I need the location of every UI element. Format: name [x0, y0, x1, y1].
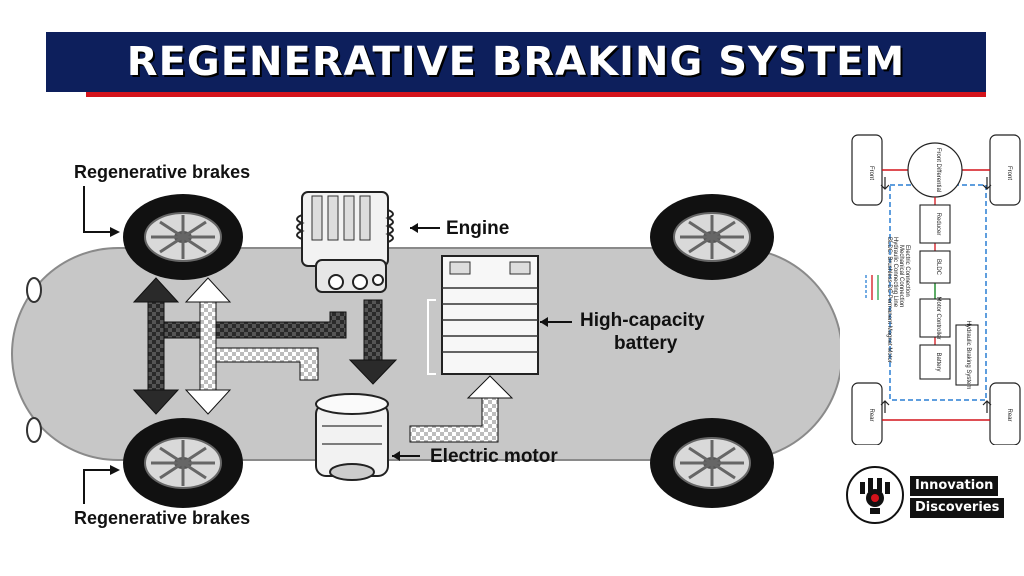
schematic-legend-hydraulic: Hydraulic Connecting Line: [892, 237, 898, 308]
battery: [427, 255, 539, 375]
label-regenerative-brakes-top: Regenerative brakes: [74, 162, 251, 182]
label-battery-line2: battery: [614, 333, 678, 354]
wheel-rear-left: [123, 418, 243, 508]
schematic-legend-mechanical: Mechanical Connection: [898, 245, 904, 307]
schematic-hydraulic-braking: Hydraulic Braking System: [965, 321, 971, 390]
bldc-box: [919, 250, 951, 284]
reducer-box: [919, 204, 951, 244]
powertrain-schematic: Front Front Rear Rear Front Differential…: [840, 125, 1024, 445]
label-electric-motor: Electric motor: [430, 446, 558, 467]
regen-bottom-pointer: [83, 469, 116, 504]
brand-name-line1: Innovation: [910, 476, 999, 496]
light-energy-arrows: [184, 277, 514, 443]
schematic-wheel-rear-left: [851, 382, 883, 445]
schematic-wheel-front-left: [851, 134, 883, 206]
schematic-front-right: Front: [1006, 166, 1012, 180]
schematic-rear-right: Rear: [1006, 408, 1012, 421]
front-differential: [907, 142, 963, 198]
electric-motor: [315, 393, 389, 481]
schematic-rear-left: Rear: [868, 408, 874, 421]
regen-top-pointer: [83, 186, 116, 233]
label-battery-line1: High-capacity: [580, 310, 705, 331]
hydraulic-braking-box: [955, 324, 979, 386]
dark-energy-arrows: [132, 277, 398, 415]
schematic-front-differential: Front Differential: [935, 148, 941, 192]
wheel-front-right: [650, 194, 774, 280]
engine: [296, 191, 394, 293]
schematic-legend-electric: Electric Connection: [904, 245, 910, 297]
wheel-front-left: [123, 194, 243, 280]
label-engine: Engine: [446, 218, 510, 239]
motor-controller-box: [919, 298, 951, 338]
brand-logo-icon: [846, 466, 904, 524]
label-regenerative-brakes-bottom: Regenerative brakes: [74, 508, 251, 528]
schematic-battery: Battery: [935, 352, 941, 371]
schematic-reducer: Reducer: [935, 213, 941, 236]
battery-box: [919, 344, 951, 380]
schematic-legend-bldc: BLDC: Brushless DC Permanent Magnet Moto…: [886, 237, 892, 363]
schematic-motor-controller: Motor Controller: [935, 296, 941, 339]
headlight-bottom: [26, 417, 42, 443]
page-title: REGENERATIVE BRAKING SYSTEM: [126, 39, 906, 85]
brand-name-line2: Discoveries: [910, 498, 1005, 518]
schematic-front-left: Front: [868, 166, 874, 180]
schematic-wheel-rear-right: [989, 382, 1021, 445]
headlight-top: [26, 277, 42, 303]
title-banner: REGENERATIVE BRAKING SYSTEM: [46, 32, 986, 92]
schematic-wheel-front-right: [989, 134, 1021, 206]
wheel-rear-right: [650, 418, 774, 508]
title-underline: [86, 92, 986, 97]
schematic-bldc: BLDC: [935, 259, 941, 276]
